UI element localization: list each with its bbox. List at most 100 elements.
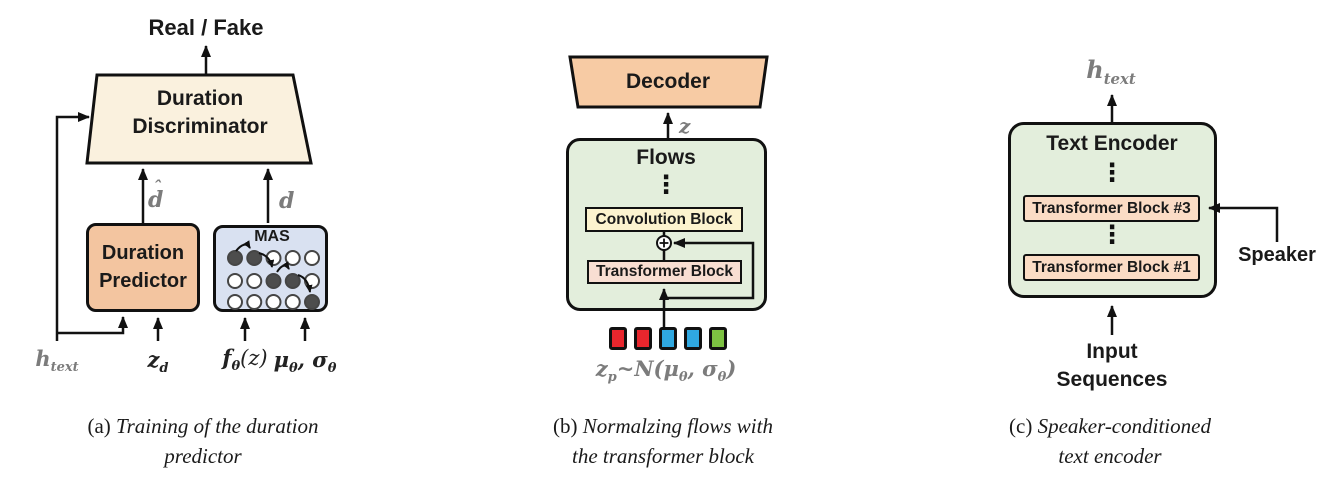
musigma-sep: , — [297, 347, 313, 372]
duration-predictor-line2: Predictor — [99, 270, 187, 292]
zd-label: zd — [147, 347, 168, 376]
input-line1: Input — [1086, 340, 1138, 363]
zp-distribution-label: zp~N(μθ, σθ) — [596, 356, 737, 385]
latent-squares — [609, 327, 727, 350]
mas-dot — [284, 294, 301, 310]
mas-dot — [227, 250, 243, 266]
ellipsis-encoder-top: ⋮ — [1099, 158, 1125, 187]
text-encoder-label: Text Encoder — [1046, 132, 1178, 155]
mas-dot — [246, 250, 263, 266]
d-hat-base: d — [148, 187, 164, 213]
zp-mu: μ — [663, 356, 679, 381]
caption-a: (a) Training of the duration predictor — [87, 411, 318, 471]
zp-end: ) — [726, 356, 737, 381]
htext-sub: text — [50, 360, 79, 376]
htext-out-base: h — [1086, 55, 1104, 84]
caption-a-prefix: (a) — [87, 414, 111, 438]
convolution-block-box: Convolution Block — [585, 207, 743, 232]
sigma-sub: θ — [327, 361, 337, 377]
hat-accent: ˆ — [153, 177, 162, 198]
mas-dot-grid — [227, 250, 320, 310]
decoder-shape — [568, 55, 769, 109]
input-line2: Sequences — [1056, 368, 1168, 391]
htext-to-predictor-line — [57, 316, 128, 335]
d-label: d — [279, 188, 295, 214]
zp-mu-sub: θ — [678, 370, 688, 386]
mas-dot — [227, 273, 243, 289]
mu-base: μ — [273, 347, 289, 372]
plus-circle-icon — [656, 235, 672, 251]
zd-base: z — [147, 347, 160, 372]
flows-label: Flows — [636, 146, 696, 169]
mas-dot — [265, 294, 282, 310]
latent-square — [609, 327, 627, 350]
transformer-block-1-box: Transformer Block #1 — [1023, 254, 1200, 281]
duration-discriminator-line2: Discriminator — [132, 115, 268, 138]
fz-label: fθ(z) — [222, 345, 267, 374]
zp-sigma-sub: θ — [717, 370, 727, 386]
musigma-label: μθ, σθ — [274, 347, 337, 376]
htext-base: h — [35, 346, 51, 371]
sigma-base: σ — [312, 347, 328, 372]
mas-dot — [265, 273, 282, 289]
htext-to-discriminator-line — [55, 112, 90, 341]
zp-sub: p — [607, 370, 617, 386]
speaker-label: Speaker — [1238, 244, 1316, 266]
ellipsis-flows: ⋮ — [653, 170, 679, 199]
mas-dot — [304, 294, 320, 310]
mas-dot — [284, 250, 301, 266]
zp-mid: ~N( — [616, 356, 664, 381]
duration-discriminator-shape — [85, 73, 313, 165]
transformer-block-box: Transformer Block — [587, 260, 742, 284]
mas-dot — [284, 273, 301, 289]
latent-square — [684, 327, 702, 350]
real-fake-label: Real / Fake — [148, 15, 264, 40]
caption-b-line2: the transformer block — [572, 444, 754, 468]
mas-arc-2 — [258, 252, 275, 268]
duration-predictor-box — [86, 223, 200, 312]
htext-out-sub: text — [1103, 69, 1136, 88]
mas-dot — [227, 294, 243, 310]
ellipsis-encoder-mid: ⋮ — [1099, 220, 1125, 249]
residual-line — [664, 238, 755, 300]
htext-input-label: htext — [35, 346, 78, 375]
caption-a-line1: Training of the duration — [116, 414, 319, 438]
caption-b-line1: Normalzing flows with — [582, 414, 773, 438]
zp-sep: , — [687, 356, 703, 381]
mas-dot — [246, 294, 263, 310]
mas-label: MAS — [254, 228, 290, 245]
decoder-label: Decoder — [625, 70, 711, 93]
duration-predictor-label: Duration Predictor — [99, 239, 187, 295]
caption-c-line2: text encoder — [1058, 444, 1162, 468]
mas-arc-1 — [235, 240, 251, 252]
zd-sub: d — [159, 361, 169, 377]
caption-c-prefix: (c) — [1009, 414, 1033, 438]
caption-c-line1: Speaker-conditioned — [1037, 414, 1211, 438]
mas-dot — [304, 250, 320, 266]
fz-base: f — [222, 345, 232, 370]
transformer-block-3-box: Transformer Block #3 — [1023, 195, 1200, 222]
fz-rest: (z) — [240, 346, 268, 370]
duration-discriminator-label: Duration Discriminator — [132, 85, 267, 141]
duration-discriminator-line1: Duration — [156, 87, 244, 110]
latent-square — [659, 327, 677, 350]
latent-square — [709, 327, 727, 350]
fz-sub: θ — [231, 359, 241, 375]
mas-arc-4 — [297, 274, 313, 293]
caption-b-prefix: (b) — [553, 414, 578, 438]
z-label: z — [679, 114, 691, 138]
speaker-arrow — [1208, 203, 1279, 242]
mu-sub: θ — [288, 361, 298, 377]
duration-predictor-line1: Duration — [101, 242, 185, 264]
mas-dot — [246, 273, 263, 289]
zp-base: z — [595, 356, 608, 381]
mas-arc-3 — [276, 261, 290, 273]
caption-a-line2: predictor — [164, 444, 242, 468]
input-sequences-label: Input Sequences — [1057, 338, 1168, 394]
latent-square — [634, 327, 652, 350]
zp-sigma: σ — [702, 356, 718, 381]
caption-b: (b) Normalzing flows with the transforme… — [553, 411, 773, 471]
